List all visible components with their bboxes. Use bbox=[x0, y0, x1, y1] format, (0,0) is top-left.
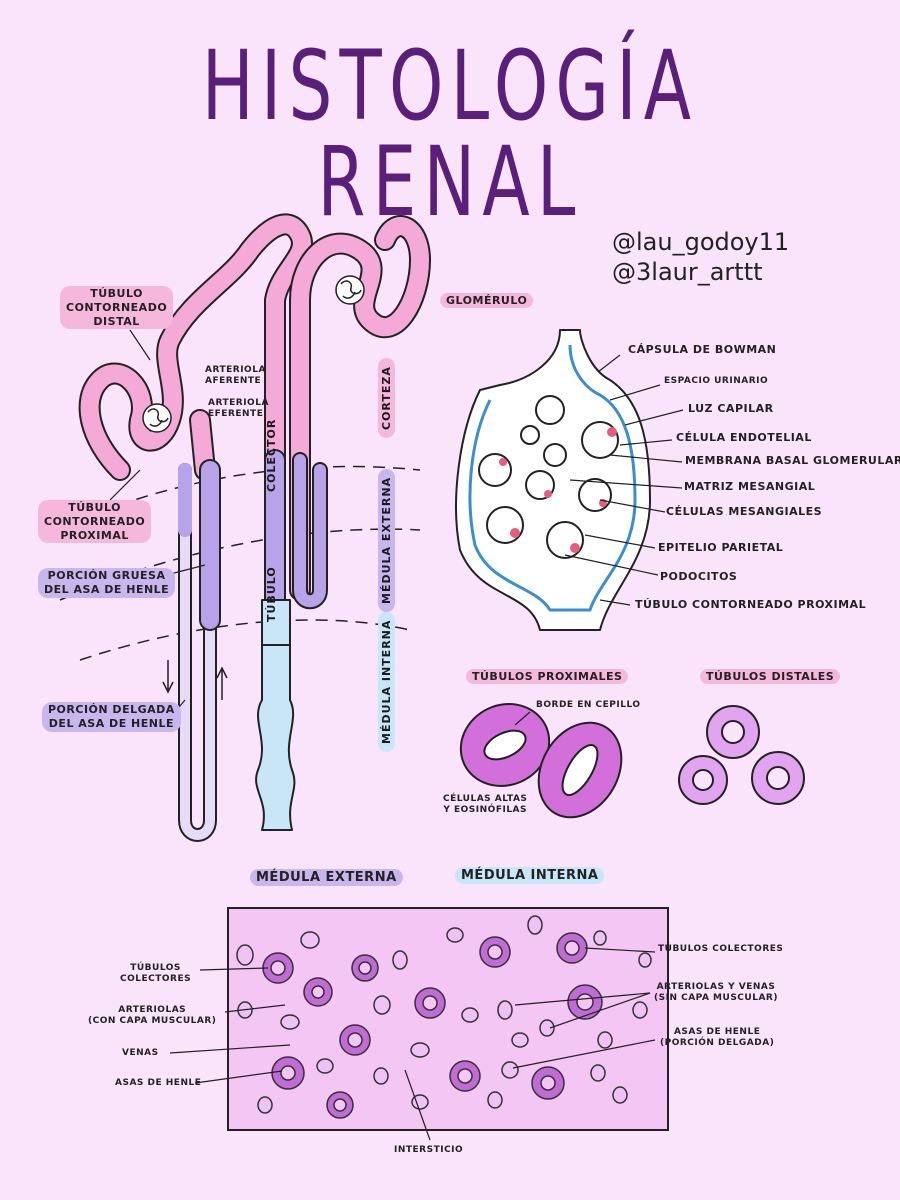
label-porcion-gruesa: PORCIÓN GRUESA DEL ASA DE HENLE bbox=[38, 568, 176, 598]
credit-handle-1: @lau_godoy11 bbox=[612, 228, 790, 256]
label-tcd: TÚBULO CONTORNEADO DISTAL bbox=[60, 286, 174, 330]
loop-of-henle bbox=[178, 449, 328, 842]
label-podocitos: PODOCITOS bbox=[660, 570, 738, 583]
label-tcp: TÚBULO CONTORNEADO PROXIMAL bbox=[38, 500, 152, 544]
label-tubulo-proximal: TÚBULO CONTORNEADO PROXIMAL bbox=[635, 598, 867, 611]
collecting-duct bbox=[255, 599, 296, 831]
label-membrana-basal: MEMBRANA BASAL GLOMERULAR bbox=[685, 454, 900, 467]
label-celulas-mesangiales: CÉLULAS MESANGIALES bbox=[666, 505, 823, 518]
label-tubulo: TÚBULO bbox=[265, 566, 278, 622]
label-arteriola-eferente: ARTERIOLA EFERENTE bbox=[208, 398, 269, 420]
heading-medula-interna: MÉDULA INTERNA bbox=[455, 867, 605, 884]
distal-tubules bbox=[678, 705, 805, 805]
label-espacio-urinario: ESPACIO URINARIO bbox=[664, 376, 769, 386]
label-left-tubulos-colectores: TÚBULOS COLECTORES bbox=[120, 963, 192, 985]
label-left-arteriolas: ARTERIOLAS (CON CAPA MUSCULAR) bbox=[88, 1005, 217, 1027]
medulla-tubules bbox=[236, 915, 652, 1119]
zone-medula-interna: MÉDULA INTERNA bbox=[378, 611, 395, 752]
label-right-arteriolas-venas: ARTERIOLAS Y VENAS (SIN CAPA MUSCULAR) bbox=[654, 982, 778, 1004]
leader-lines bbox=[109, 329, 684, 1141]
label-right-tubulos-colectores: TÚBULOS COLECTORES bbox=[658, 944, 784, 954]
label-luz-capilar: LUZ CAPILAR bbox=[688, 402, 774, 415]
label-celula-endotelial: CÉLULA ENDOTELIAL bbox=[676, 431, 812, 444]
heading-tubulos-distales: TÚBULOS DISTALES bbox=[700, 669, 841, 684]
heading-medula-externa: MÉDULA EXTERNA bbox=[250, 869, 403, 886]
heading-glomerulo: GLOMÉRULO bbox=[440, 293, 534, 308]
flow-arrows bbox=[162, 660, 228, 700]
proximal-tubules bbox=[459, 703, 623, 819]
label-left-venas: VENAS bbox=[122, 1048, 159, 1058]
label-epitelio-parietal: EPITELIO PARIETAL bbox=[658, 541, 784, 554]
label-matriz-mesangial: MATRIZ MESANGIAL bbox=[684, 480, 816, 493]
medulla-field bbox=[227, 907, 669, 1131]
label-intersticio: INTERSTICIO bbox=[394, 1145, 464, 1155]
label-capsula-bowman: CÁPSULA DE BOWMAN bbox=[628, 343, 777, 356]
label-porcion-delgada: PORCIÓN DELGADA DEL ASA DE HENLE bbox=[42, 702, 181, 732]
label-left-asas-henle: ASAS DE HENLE bbox=[115, 1078, 202, 1088]
credit-handle-2: @3laur_arttt bbox=[612, 258, 763, 286]
label-borde-cepillo: BORDE EN CEPILLO bbox=[536, 700, 641, 710]
label-colector: COLECTOR bbox=[265, 418, 278, 492]
small-glomerulus-1 bbox=[142, 403, 172, 433]
label-celulas-altas: CÉLULAS ALTAS Y EOSINÓFILAS bbox=[443, 794, 528, 816]
label-right-asas-henle: ASAS DE HENLE (PORCIÓN DELGADA) bbox=[660, 1027, 775, 1049]
zone-corteza: CORTEZA bbox=[378, 358, 395, 438]
zone-medula-externa: MÉDULA EXTERNA bbox=[378, 468, 395, 612]
heading-tubulos-proximales: TÚBULOS PROXIMALES bbox=[466, 669, 629, 684]
label-arteriola-aferente: ARTERIOLA AFERENTE bbox=[205, 365, 266, 387]
glomerulus-large bbox=[455, 329, 651, 631]
small-glomerulus-2 bbox=[335, 275, 365, 305]
page-title: HISTOLOGÍA RENAL bbox=[201, 30, 699, 238]
